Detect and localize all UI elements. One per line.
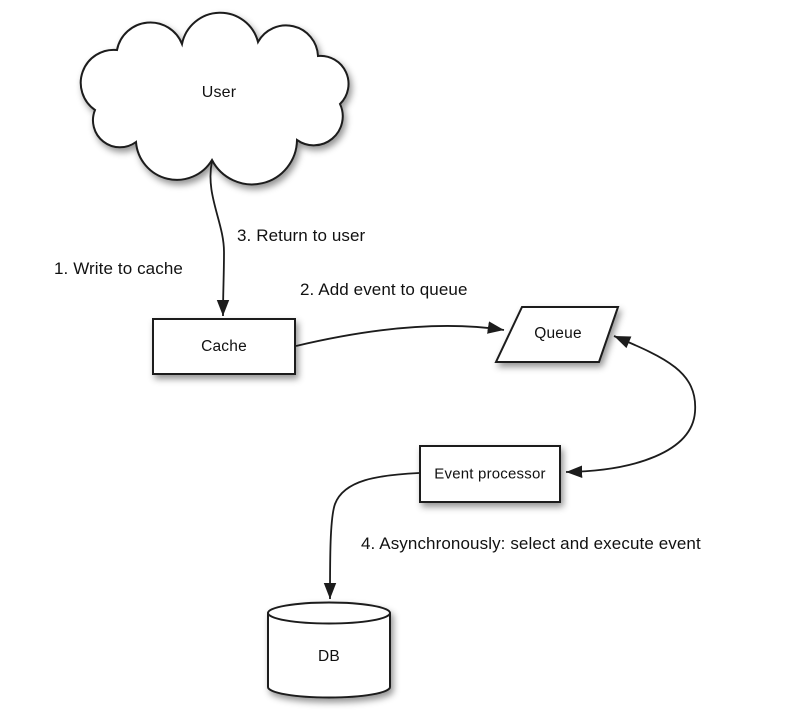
event-processor-node-label: Event processor [434,465,546,483]
cache-node-label: Cache [201,338,247,355]
edge-label-write-to-cache: 1. Write to cache [54,259,183,278]
user-node-label: User [201,84,237,101]
event-processor-box-shape [419,445,561,503]
db-cylinder-shape [267,601,391,699]
arrow-queue-event-processor-two-way [565,335,696,479]
arrow-cache-to-queue [295,321,505,347]
edge-label-asynchronously-select-execute: 4. Asynchronously: select and execute ev… [361,534,701,553]
arrow-user-to-cache [209,160,230,317]
user-cloud-shape [79,11,350,186]
arrow-event-processor-to-db [323,472,420,600]
db-node-label: DB [318,648,340,665]
cache-box-shape [152,318,296,375]
edge-label-return-to-user: 3. Return to user [237,226,366,245]
edge-label-add-event-to-queue: 2. Add event to queue [300,280,468,299]
queue-node-label: Queue [534,325,582,342]
